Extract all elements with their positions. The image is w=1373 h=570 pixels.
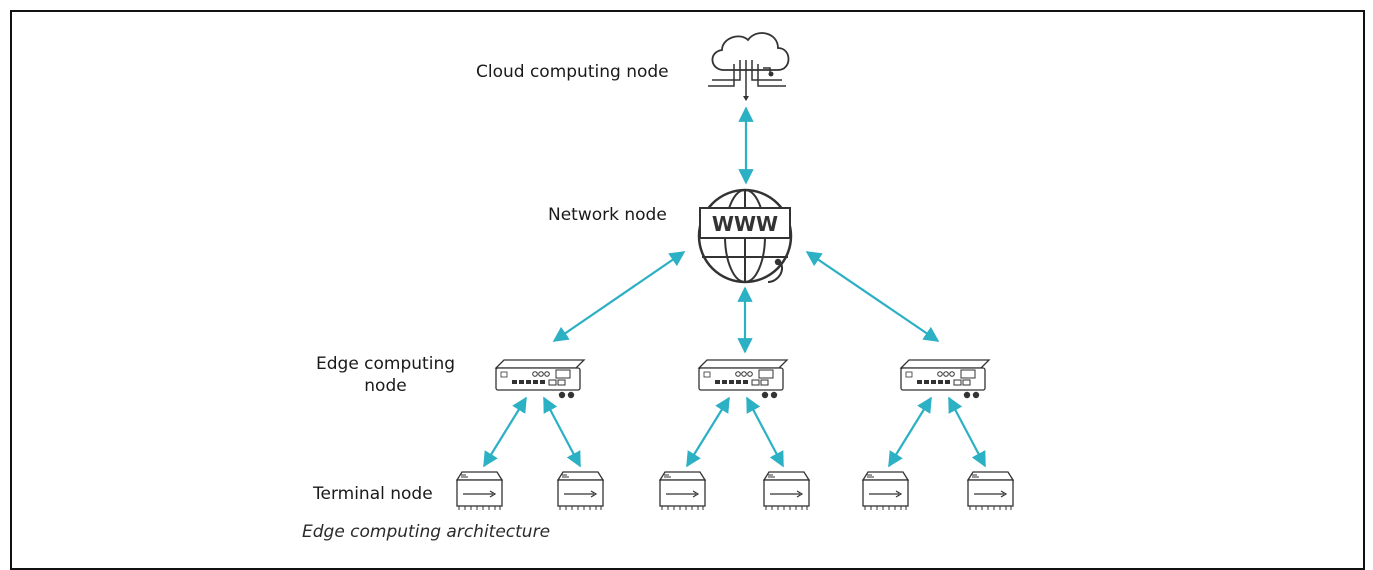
figure-caption: Edge computing architecture: [302, 522, 551, 542]
label-network-node: Network node: [548, 205, 667, 225]
arrow-edge3-terminal5: [888, 396, 932, 468]
arrow-network-edge-1: [552, 251, 686, 342]
label-edge-computing-node: Edge computing node: [316, 353, 455, 397]
globe-www-icon: WWW: [697, 188, 793, 284]
terminal-device-icon: [967, 471, 1014, 511]
terminal-device-icon: [862, 471, 909, 511]
edge-router-icon: [495, 359, 585, 399]
arrow-edge3-terminal6: [948, 396, 986, 468]
arrow-edge2-terminal3: [686, 396, 730, 468]
terminal-device-icon: [763, 471, 810, 511]
arrow-edge1-terminal1: [483, 396, 527, 468]
label-edge-line2: node: [364, 376, 407, 396]
label-terminal-node: Terminal node: [313, 484, 433, 504]
globe-www-text: WWW: [712, 212, 778, 236]
edge-router-icon: [900, 359, 990, 399]
label-edge-line1: Edge computing: [316, 354, 456, 374]
architecture-diagram: WWW: [456, 32, 1014, 511]
edge-router-icon: [698, 359, 788, 399]
terminal-device-icon: [557, 471, 604, 511]
terminal-device-icon: [456, 471, 503, 511]
arrow-network-edge-3: [805, 251, 940, 342]
arrow-edge1-terminal2: [543, 396, 581, 468]
arrow-edge2-terminal4: [746, 396, 784, 468]
terminal-device-icon: [659, 471, 706, 511]
cloud-icon: [708, 32, 790, 101]
label-cloud-computing-node: Cloud computing node: [476, 62, 669, 82]
